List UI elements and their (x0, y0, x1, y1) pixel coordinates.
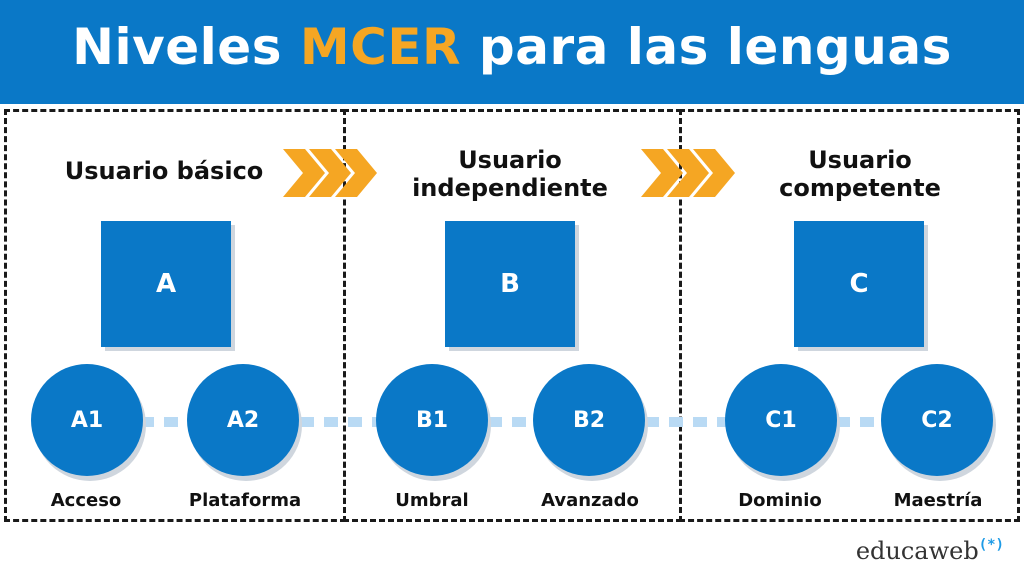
dotted-connector (488, 417, 536, 427)
dotted-connector (300, 417, 380, 427)
sublevel-circle-c1: C1 (725, 364, 837, 476)
sublevel-label-a2: Plataforma (188, 490, 302, 511)
page-title: Niveles MCER para las lenguas (0, 18, 1024, 76)
brand-logo: educaweb(*) (856, 537, 1004, 565)
dotted-connector (645, 417, 729, 427)
sublevel-label-a1: Acceso (50, 490, 122, 511)
brand-name: educaweb (855, 537, 979, 565)
level-square-c: C (794, 221, 924, 347)
dotted-connector (836, 417, 882, 427)
panel-competent (679, 109, 1020, 522)
sublevel-circle-b1: B1 (376, 364, 488, 476)
heading-basic: Usuario básico (64, 157, 264, 185)
sublevel-circle-c2: C2 (881, 364, 993, 476)
sublevel-label-c1: Dominio (738, 490, 822, 511)
title-banner: Niveles MCER para las lenguas (0, 0, 1024, 104)
chevron-arrows-icon (641, 149, 735, 197)
sublevel-label-b2: Avanzado (541, 490, 639, 511)
sublevel-label-c2: Maestría (893, 490, 983, 511)
sublevel-circle-a1: A1 (31, 364, 143, 476)
brand-mark-icon: (*) (978, 537, 1004, 553)
level-square-a: A (101, 221, 231, 347)
level-square-b: B (445, 221, 575, 347)
title-part-2: para las lenguas (461, 18, 952, 76)
chevron-arrows-icon (283, 149, 377, 197)
dotted-connector (140, 417, 190, 427)
sublevel-circle-b2: B2 (533, 364, 645, 476)
sublevel-circle-a2: A2 (187, 364, 299, 476)
sublevel-label-b1: Umbral (395, 490, 469, 511)
title-part-1: Niveles (72, 18, 300, 76)
title-highlight: MCER (299, 18, 461, 76)
